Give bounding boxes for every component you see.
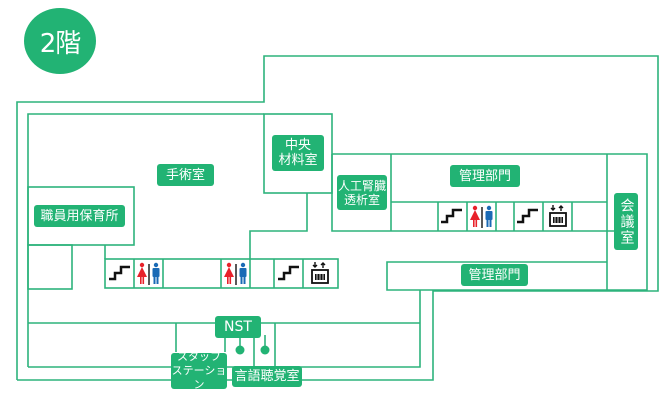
wall-segment — [28, 290, 421, 368]
dialysis-label[interactable]: 人工腎臓 透析室 — [337, 175, 387, 210]
connector-dot — [260, 345, 270, 355]
operating-room-label[interactable]: 手術室 — [157, 164, 214, 186]
elevator-icon — [311, 262, 329, 284]
staff-nursery-label[interactable]: 職員用保育所 — [34, 205, 125, 227]
nst-label[interactable]: NST — [215, 316, 261, 338]
stairs-icon — [278, 265, 299, 281]
wall-segment — [249, 193, 308, 259]
restroom-icon — [224, 262, 247, 285]
conference-label[interactable]: 会議室 — [614, 193, 638, 250]
restroom-icon — [137, 262, 160, 285]
connector-dot — [235, 345, 245, 355]
wall-segment — [331, 154, 618, 232]
floor-badge: 2階 — [24, 8, 96, 74]
staff-station-label[interactable]: スタッフ ステーション — [171, 350, 227, 391]
speech-hearing-label[interactable]: 言語聴覚室 — [232, 366, 302, 387]
admin-lower-label[interactable]: 管理部門 — [461, 264, 528, 286]
outer-wall — [16, 55, 659, 381]
stairs-icon — [517, 208, 538, 224]
restroom-icon — [470, 205, 493, 228]
elevator-icon — [549, 205, 567, 227]
small-room — [27, 244, 73, 290]
stairs-icon — [441, 208, 462, 224]
admin-upper-label[interactable]: 管理部門 — [450, 165, 520, 187]
stairs-icon — [109, 265, 130, 281]
central-supply-label[interactable]: 中央 材料室 — [272, 135, 324, 171]
staff-nursery-room — [27, 186, 135, 246]
wall-segment — [332, 153, 648, 291]
